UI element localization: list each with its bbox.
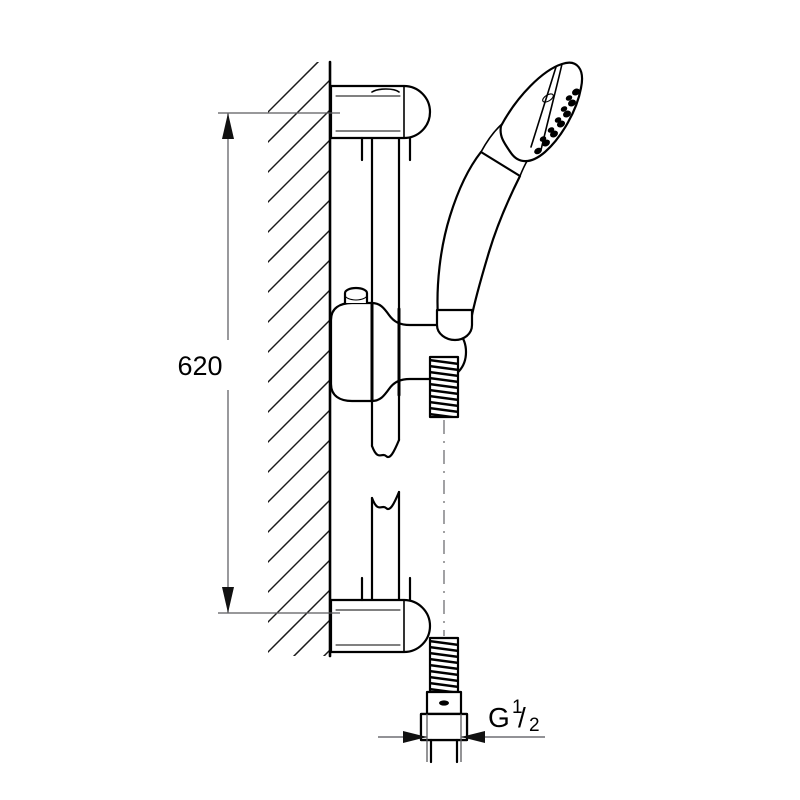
thread-stub: [429, 738, 459, 764]
handset-knurled-base: [435, 308, 474, 342]
thread-arrow-left: [403, 731, 427, 743]
hand-shower-handset: [435, 61, 584, 342]
thread-label-denominator: 2: [529, 715, 540, 736]
holder-adjust-knob: [343, 286, 369, 305]
hose-connection-nut: [425, 690, 463, 716]
thread-label-numerator: 1: [512, 697, 523, 718]
wall-hatching: [268, 62, 330, 656]
thread-label-slash: /: [518, 702, 526, 733]
thread-arrow-right: [461, 731, 485, 743]
rail-break-symbol: [370, 438, 401, 511]
arrow-down: [222, 587, 234, 613]
upper-wall-bracket: [329, 84, 432, 162]
arrow-up: [222, 113, 234, 139]
lower-wall-bracket: [329, 576, 432, 654]
spray-nozzles: [534, 88, 581, 155]
dimension-thread: G 1 / 2: [378, 697, 545, 762]
hose-upper-coil: [428, 355, 460, 419]
spray-face-marking: [542, 93, 554, 103]
dimension-620-label: 620: [177, 351, 222, 381]
dimension-620: 620: [177, 112, 340, 614]
hose-knurled-collar: [419, 712, 469, 742]
hose-lower-coil: [428, 636, 460, 694]
thread-label-g: G: [488, 702, 510, 733]
spray-face: [499, 61, 584, 163]
